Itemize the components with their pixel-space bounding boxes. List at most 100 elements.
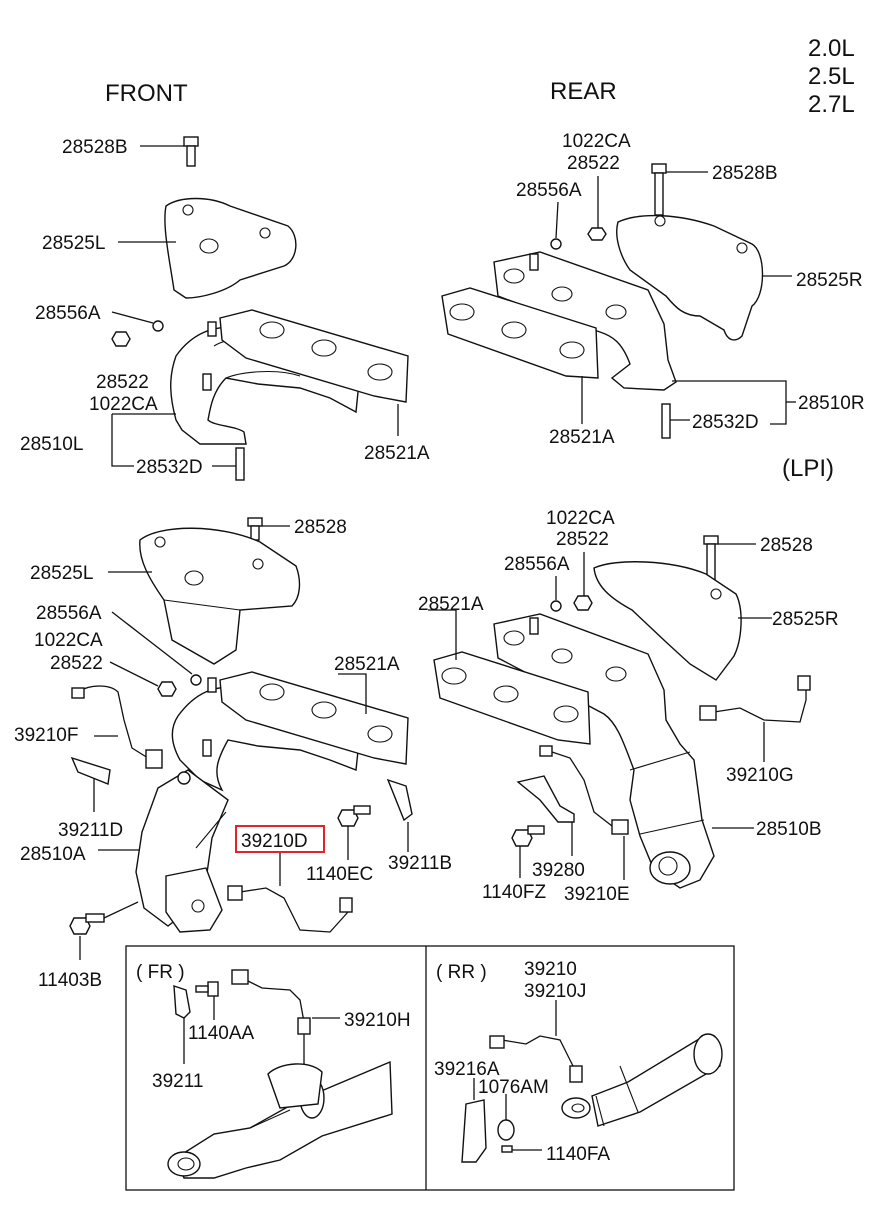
lbl-mid-rear-39280: 39280 — [532, 860, 585, 881]
washer-28556a-mid-front[interactable] — [190, 674, 202, 686]
nut-28522-rear[interactable] — [587, 227, 607, 241]
lbl-mid-front-28556a: 28556A — [36, 603, 102, 624]
nut-28522-mid-front[interactable] — [157, 681, 177, 697]
gasket-28521a-front[interactable] — [219, 309, 409, 403]
mid-front-assembly — [69, 517, 413, 960]
lbl-mid-front-39210f: 39210F — [14, 725, 78, 746]
stud-28532d-rear[interactable] — [661, 403, 671, 439]
lbl-mid-front-39211b: 39211B — [388, 853, 452, 874]
lpi-label: (LPI) — [782, 455, 834, 482]
lbl-rear-28522: 28522 — [567, 153, 620, 174]
engine-size-1: 2.0L — [808, 35, 855, 62]
top-front-assembly — [111, 136, 409, 481]
bracket-39211d[interactable] — [70, 756, 111, 785]
lbl-rear-28510r: 28510R — [798, 393, 865, 414]
lbl-mid-front-39210d: 39210D — [241, 831, 308, 852]
engine-size-3: 2.7L — [808, 91, 855, 118]
oxygen-sensor-39210d[interactable] — [239, 887, 349, 933]
engine-size-2: 2.5L — [808, 63, 855, 90]
lbl-rear-28528b: 28528B — [712, 163, 778, 184]
bolt-1140aa[interactable] — [195, 981, 219, 997]
lbl-rr-1140fa: 1140FA — [546, 1144, 610, 1165]
lbl-mid-front-1140ec: 1140EC — [306, 864, 373, 885]
lbl-rr-box-title: ( RR ) — [436, 962, 487, 983]
exhaust-pipe-fr[interactable] — [175, 1060, 393, 1179]
lbl-mid-front-1022ca: 1022CA — [34, 630, 103, 651]
bolt-28528b-rear[interactable] — [651, 163, 667, 216]
catalytic-converter-28510a[interactable] — [135, 769, 229, 927]
bolt-11403b[interactable] — [69, 913, 105, 935]
lbl-front-28525l: 28525L — [42, 233, 105, 254]
top-rear-assembly — [441, 163, 796, 439]
lbl-mid-rear-28510b: 28510B — [756, 819, 822, 840]
header-rear: REAR — [550, 78, 617, 105]
fr-detail — [167, 969, 393, 1179]
lbl-mid-rear-39210e: 39210E — [564, 884, 630, 905]
lbl-mid-front-39211d: 39211D — [58, 820, 123, 841]
lbl-mid-rear-1140fz: 1140FZ — [482, 882, 546, 903]
lbl-rr-1076am: 1076AM — [478, 1077, 549, 1098]
oxygen-sensor-39210e[interactable] — [545, 749, 613, 827]
lbl-mid-front-11403b: 11403B — [38, 970, 102, 991]
lbl-front-28528b: 28528B — [62, 137, 128, 158]
lbl-rear-1022ca: 1022CA — [562, 131, 631, 152]
gasket-1076am[interactable] — [497, 1119, 515, 1141]
header-front: FRONT — [105, 80, 188, 107]
lbl-mid-rear-28525r: 28525R — [772, 609, 839, 630]
lbl-mid-front-28521a: 28521A — [334, 654, 400, 675]
lbl-mid-front-28525l: 28525L — [30, 563, 93, 584]
heat-shield-28525r-mid[interactable] — [593, 561, 742, 681]
bracket-39211[interactable] — [173, 985, 191, 1019]
highlight-box-39210d — [235, 825, 325, 853]
oxygen-sensor-39210-39210j[interactable] — [501, 1035, 577, 1073]
bolt-1140fa[interactable] — [501, 1145, 513, 1153]
lbl-fr-1140aa: 1140AA — [188, 1023, 255, 1044]
lbl-front-28521a: 28521A — [364, 443, 430, 464]
lbl-fr-39211: 39211 — [152, 1071, 203, 1092]
washer-28556a-rear[interactable] — [550, 238, 562, 250]
heat-shield-28525l[interactable] — [164, 197, 297, 299]
lbl-rear-28532d: 28532D — [692, 412, 759, 433]
lbl-front-28532d: 28532D — [136, 457, 203, 478]
bolt-28528-mid-front[interactable] — [247, 517, 263, 541]
lbl-mid-front-28528: 28528 — [294, 517, 347, 538]
lbl-rear-28556a: 28556A — [516, 180, 582, 201]
nut-28522-front[interactable] — [111, 331, 131, 347]
oxygen-sensor-39210h[interactable] — [245, 979, 305, 1023]
heat-shield-28525r[interactable] — [616, 214, 764, 341]
bracket-39211b[interactable] — [386, 778, 413, 822]
oxygen-sensor-39210f[interactable] — [77, 685, 149, 759]
bolt-1140ec[interactable] — [337, 805, 371, 827]
bracket-39280[interactable] — [516, 775, 575, 823]
stud-28532d-front[interactable] — [235, 447, 245, 481]
washer-28556a-mid-rear[interactable] — [550, 600, 562, 612]
oxygen-sensor-39210g[interactable] — [713, 684, 807, 723]
lbl-mid-front-28510a: 28510A — [20, 844, 86, 865]
detail-box-frame — [125, 945, 735, 1191]
lbl-mid-rear-28521a: 28521A — [418, 594, 484, 615]
lbl-rr-39210j: 39210J — [524, 981, 586, 1002]
bolt-28528b-front[interactable] — [183, 136, 199, 167]
lbl-mid-rear-39210g: 39210G — [726, 765, 794, 786]
exhaust-manifold-28510r[interactable] — [493, 251, 677, 391]
bracket-39216a[interactable] — [461, 1099, 487, 1163]
nut-28522-mid-rear[interactable] — [573, 595, 593, 611]
gasket-28521a-mid-rear[interactable] — [433, 651, 591, 745]
gasket-28521a-mid-front[interactable] — [219, 671, 409, 765]
lbl-fr-box-title: ( FR ) — [136, 962, 185, 983]
lbl-fr-39210h: 39210H — [344, 1010, 411, 1031]
rr-detail — [461, 1000, 723, 1163]
lbl-mid-rear-28522: 28522 — [556, 529, 609, 550]
heat-shield-28525l-mid[interactable] — [139, 527, 301, 665]
lbl-rear-28525r: 28525R — [796, 270, 863, 291]
gasket-28521a-rear[interactable] — [441, 287, 599, 379]
lbl-rr-39216a: 39216A — [434, 1059, 500, 1080]
washer-28556a-front[interactable] — [152, 320, 164, 332]
lbl-mid-rear-1022ca: 1022CA — [546, 508, 615, 529]
lbl-front-28556a: 28556A — [35, 303, 101, 324]
lbl-front-28510l: 28510L — [20, 434, 83, 455]
bolt-1140fz[interactable] — [511, 825, 545, 847]
lbl-rear-28521a: 28521A — [549, 427, 615, 448]
